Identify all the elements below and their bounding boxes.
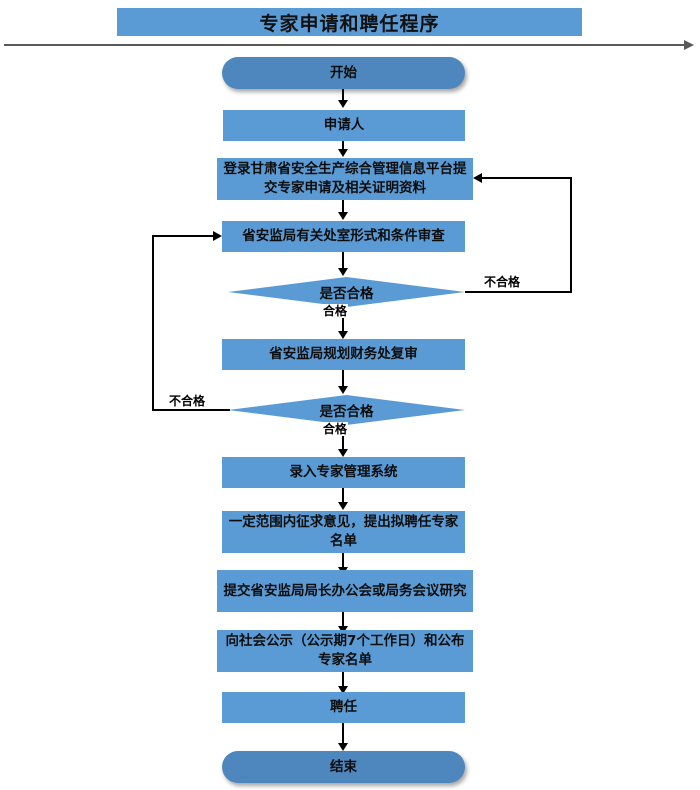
page-title: 专家申请和聘任程序: [117, 8, 582, 36]
arrow-down-icon: [338, 686, 348, 694]
node-review-formal[interactable]: 省安监局有关处室形式和条件审查: [222, 221, 465, 252]
node-appoint[interactable]: 聘任: [222, 692, 465, 723]
arrow-down-icon: [338, 331, 348, 339]
connector-start-to-applicant: [342, 89, 344, 102]
edge-label-fail-2: 不合格: [168, 394, 207, 408]
connector-consult-to-meeting: [342, 553, 344, 569]
connector-applicant-to-submit: [342, 141, 344, 151]
connector-fail1-vertical: [570, 177, 572, 292]
decision-qualified-1[interactable]: 是否合格: [228, 277, 465, 307]
connector-system-to-consult: [342, 488, 344, 504]
node-applicant[interactable]: 申请人: [223, 110, 465, 141]
connector-fail1-horizontal: [465, 291, 572, 293]
arrow-down-icon: [338, 386, 348, 394]
arrow-down-icon: [338, 502, 348, 510]
node-review-finance[interactable]: 省安监局规划财务处复审: [222, 339, 465, 370]
connector-publicize-to-appoint: [342, 672, 344, 688]
connector-review2-to-decision2: [342, 370, 344, 388]
connector-fail2-return: [152, 235, 214, 237]
header-rule-line: [4, 44, 686, 46]
edge-label-pass-2: 合格: [322, 422, 349, 436]
connector-review1-to-decision1: [342, 252, 344, 270]
connector-fail2-vertical: [152, 235, 154, 411]
connector-submit-to-review1: [342, 200, 344, 214]
node-consult-opinions[interactable]: 一定范围内征求意见，提出拟聘任专家名单: [222, 511, 465, 553]
arrow-down-icon: [338, 149, 348, 157]
node-meeting-study[interactable]: 提交省安监局局长办公会或局务会议研究: [217, 570, 473, 612]
connector-fail1-return: [482, 177, 572, 179]
node-publicize[interactable]: 向社会公示（公示期7个工作日）和公布专家名单: [217, 630, 473, 672]
arrow-left-icon: [473, 173, 482, 183]
header-rule-arrow-icon: [684, 40, 694, 50]
connector-fail2-horizontal: [152, 409, 230, 411]
arrow-down-icon: [338, 268, 348, 276]
arrow-down-icon: [338, 100, 348, 108]
node-end[interactable]: 结束: [222, 751, 465, 783]
connector-meeting-to-publicize: [342, 612, 344, 628]
arrow-right-icon: [213, 231, 222, 241]
node-start[interactable]: 开始: [222, 57, 465, 89]
decision-qualified-2[interactable]: 是否合格: [228, 395, 465, 425]
connector-appoint-to-end: [342, 723, 344, 745]
arrow-down-icon: [338, 212, 348, 220]
node-submit-application[interactable]: 登录甘肃省安全生产综合管理信息平台提交专家申请及相关证明资料: [217, 158, 473, 200]
arrow-down-icon: [338, 743, 348, 751]
node-enter-system[interactable]: 录入专家管理系统: [222, 457, 465, 488]
edge-label-fail-1: 不合格: [483, 275, 522, 289]
connector-pass2: [342, 425, 344, 451]
connector-pass1: [342, 307, 344, 333]
edge-label-pass-1: 合格: [322, 304, 349, 318]
arrow-down-icon: [338, 449, 348, 457]
